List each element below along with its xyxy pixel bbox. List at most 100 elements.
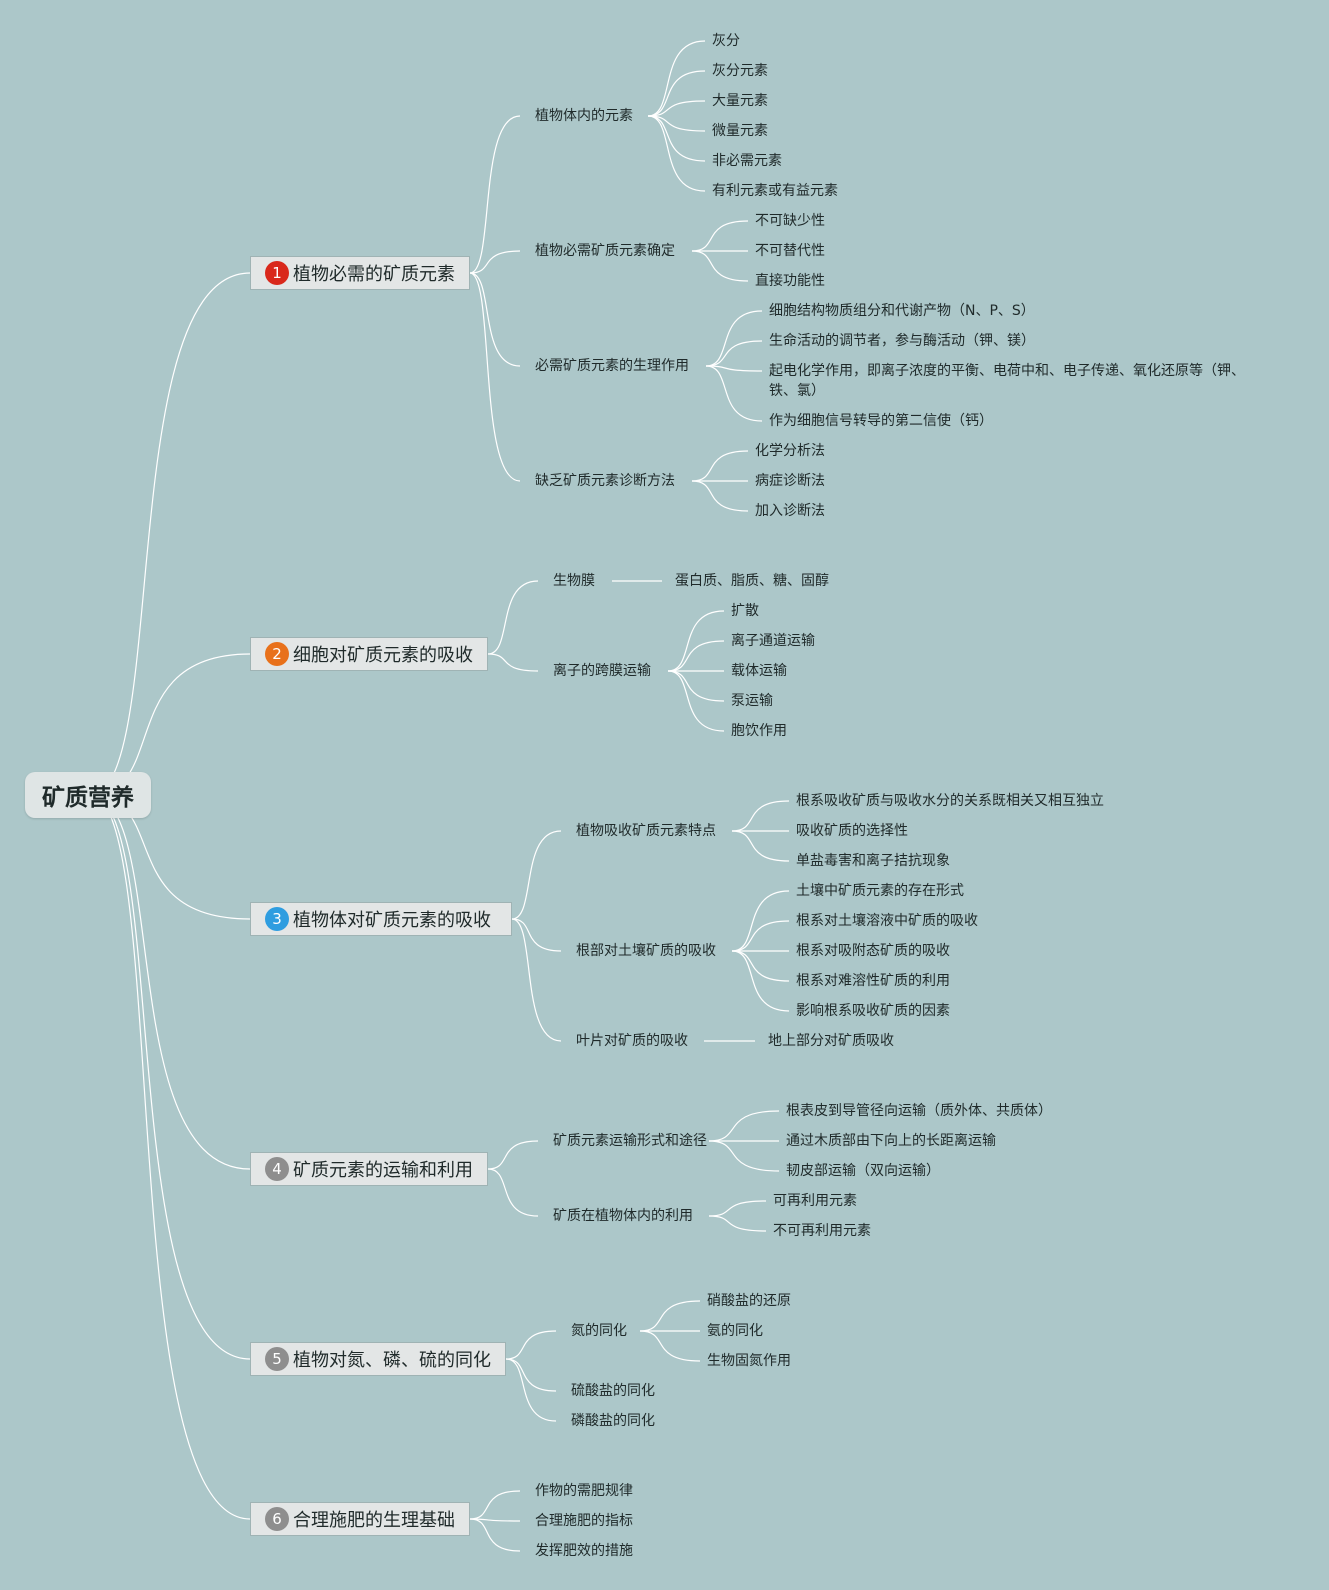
leaf-node[interactable]: 不可再利用元素 xyxy=(773,1223,871,1239)
leaf-node[interactable]: 生命活动的调节者，参与酶活动（钾、镁） xyxy=(769,333,1035,349)
leaf-node[interactable]: 载体运输 xyxy=(731,663,787,679)
branch-5-node[interactable]: 5 植物对氮、磷、硫的同化 xyxy=(250,1342,506,1376)
connector-line xyxy=(708,1215,767,1232)
number-badge-icon: 1 xyxy=(265,261,289,285)
number-badge-icon: 4 xyxy=(265,1157,289,1181)
leaf-node[interactable]: 吸收矿质的选择性 xyxy=(796,823,908,839)
connector-line xyxy=(731,950,790,982)
connector-line xyxy=(647,70,706,117)
leaf-node[interactable]: 直接功能性 xyxy=(755,273,825,289)
leaf-node[interactable]: 大量元素 xyxy=(712,93,768,109)
leaf-node[interactable]: 病症诊断法 xyxy=(755,473,825,489)
connector-line xyxy=(705,340,763,367)
leaf-node[interactable]: 化学分析法 xyxy=(755,443,825,459)
branch-label: 矿质元素的运输和利用 xyxy=(293,1160,473,1181)
sub-node[interactable]: 生物膜 xyxy=(553,573,595,589)
connector-line xyxy=(469,1518,521,1522)
leaf-node[interactable]: 单盐毒害和离子拮抗现象 xyxy=(796,853,950,869)
connector-line xyxy=(708,1110,780,1142)
connector-line xyxy=(469,272,521,367)
leaf-node[interactable]: 根系吸收矿质与吸收水分的关系既相关又相互独立 xyxy=(796,793,1104,809)
sub-node[interactable]: 叶片对矿质的吸收 xyxy=(576,1033,688,1049)
connector-line xyxy=(469,1518,521,1552)
connector-line xyxy=(705,365,763,422)
branch-3-node[interactable]: 3 植物体对矿质元素的吸收 xyxy=(250,902,512,936)
leaf-node[interactable]: 根系对吸附态矿质的吸收 xyxy=(796,943,950,959)
connector-line xyxy=(469,115,521,274)
connector-line xyxy=(705,310,763,367)
connector-line xyxy=(691,220,749,252)
sub-node[interactable]: 作物的需肥规律 xyxy=(535,1483,633,1499)
leaf-node[interactable]: 生物固氮作用 xyxy=(707,1353,791,1369)
leaf-node[interactable]: 起电化学作用，即离子浓度的平衡、电荷中和、电子传递、氧化还原等（钾、铁、氯） xyxy=(769,363,1245,399)
connector-line xyxy=(708,1140,780,1172)
connector-line xyxy=(639,1330,701,1362)
connector-line xyxy=(89,794,251,1360)
number-badge-icon: 6 xyxy=(265,1507,289,1531)
sub-node[interactable]: 必需矿质元素的生理作用 xyxy=(535,358,689,374)
sub-node[interactable]: 氮的同化 xyxy=(571,1323,627,1339)
leaf-node[interactable]: 胞饮作用 xyxy=(731,723,787,739)
connector-line xyxy=(505,1358,557,1392)
sub-node[interactable]: 离子的跨膜运输 xyxy=(553,663,651,679)
leaf-node[interactable]: 可再利用元素 xyxy=(773,1193,857,1209)
leaf-node[interactable]: 通过木质部由下向上的长距离运输 xyxy=(786,1133,996,1149)
sub-node[interactable]: 根部对土壤矿质的吸收 xyxy=(576,943,716,959)
number-badge-icon: 2 xyxy=(265,642,289,666)
sub-node[interactable]: 磷酸盐的同化 xyxy=(571,1413,655,1429)
root-label: 矿质营养 xyxy=(42,785,134,811)
branch-1-node[interactable]: 1 植物必需的矿质元素 xyxy=(250,256,470,290)
leaf-node[interactable]: 泵运输 xyxy=(731,693,773,709)
leaf-node[interactable]: 根表皮到导管径向运输（质外体、共质体） xyxy=(786,1103,1052,1119)
leaf-node[interactable]: 氨的同化 xyxy=(707,1323,763,1339)
sub-node[interactable]: 缺乏矿质元素诊断方法 xyxy=(535,473,675,489)
connector-line xyxy=(647,115,706,162)
leaf-node[interactable]: 作为细胞信号转导的第二信使（钙） xyxy=(769,413,993,429)
root-node[interactable]: 矿质营养 xyxy=(25,772,151,818)
connector-line xyxy=(469,1490,521,1520)
leaf-node[interactable]: 根系对难溶性矿质的利用 xyxy=(796,973,950,989)
connector-line xyxy=(667,670,725,702)
connector-line xyxy=(708,1200,767,1217)
connector-line xyxy=(505,1330,557,1360)
connector-line xyxy=(511,830,562,920)
leaf-node[interactable]: 非必需元素 xyxy=(712,153,782,169)
branch-2-node[interactable]: 2 细胞对矿质元素的吸收 xyxy=(250,637,488,671)
leaf-node[interactable]: 不可缺少性 xyxy=(755,213,825,229)
leaf-node[interactable]: 影响根系吸收矿质的因素 xyxy=(796,1003,950,1019)
leaf-node[interactable]: 加入诊断法 xyxy=(755,503,825,519)
branch-label: 细胞对矿质元素的吸收 xyxy=(293,645,473,666)
leaf-node[interactable]: 有利元素或有益元素 xyxy=(712,183,838,199)
leaf-node[interactable]: 地上部分对矿质吸收 xyxy=(768,1033,894,1049)
sub-node[interactable]: 矿质元素运输形式和途径 xyxy=(553,1133,707,1149)
leaf-node[interactable]: 灰分 xyxy=(712,33,740,49)
connector-line xyxy=(487,1168,539,1217)
leaf-node[interactable]: 微量元素 xyxy=(712,123,768,139)
leaf-node[interactable]: 不可替代性 xyxy=(755,243,825,259)
branch-4-node[interactable]: 4 矿质元素的运输和利用 xyxy=(250,1152,488,1186)
leaf-node[interactable]: 硝酸盐的还原 xyxy=(707,1293,791,1309)
leaf-node[interactable]: 根系对土壤溶液中矿质的吸收 xyxy=(796,913,978,929)
leaf-node[interactable]: 灰分元素 xyxy=(712,63,768,79)
connector-line xyxy=(691,450,749,482)
leaf-node[interactable]: 韧皮部运输（双向运输） xyxy=(786,1163,940,1179)
leaf-node[interactable]: 蛋白质、脂质、糖、固醇 xyxy=(675,573,829,589)
sub-node[interactable]: 合理施肥的指标 xyxy=(535,1513,633,1529)
sub-node[interactable]: 矿质在植物体内的利用 xyxy=(553,1208,693,1224)
sub-node[interactable]: 植物必需矿质元素确定 xyxy=(535,243,675,259)
connector-line xyxy=(667,670,725,732)
leaf-node[interactable]: 离子通道运输 xyxy=(731,633,815,649)
sub-node[interactable]: 植物吸收矿质元素特点 xyxy=(576,823,716,839)
leaf-node[interactable]: 土壤中矿质元素的存在形式 xyxy=(796,883,964,899)
branch-6-node[interactable]: 6 合理施肥的生理基础 xyxy=(250,1502,470,1536)
leaf-node[interactable]: 细胞结构物质组分和代谢产物（N、P、S） xyxy=(769,303,1035,319)
sub-node[interactable]: 植物体内的元素 xyxy=(535,108,633,124)
sub-node[interactable]: 发挥肥效的措施 xyxy=(535,1543,633,1559)
leaf-node[interactable]: 扩散 xyxy=(731,603,759,619)
connector-line xyxy=(487,1140,539,1170)
connector-line xyxy=(89,794,251,1170)
sub-node[interactable]: 硫酸盐的同化 xyxy=(571,1383,655,1399)
number-badge-icon: 3 xyxy=(265,907,289,931)
connector-line xyxy=(731,920,790,952)
